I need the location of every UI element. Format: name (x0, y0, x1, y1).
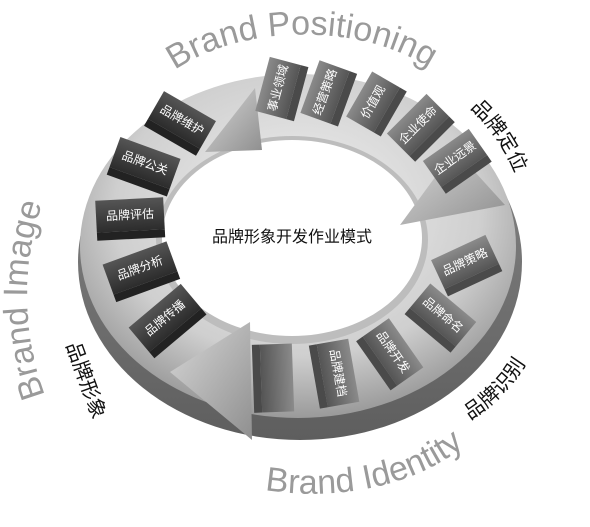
image-title: Brand Image (0, 195, 52, 405)
block-shiming: 企业使命 (386, 93, 455, 162)
block-zhizuo (251, 343, 295, 413)
image-title-zh: 品牌形象 (61, 339, 111, 422)
block-shiye: 事业领域 (255, 56, 309, 122)
block-pinggu: 品牌评估 (95, 197, 166, 241)
arrow-head-top (205, 88, 262, 152)
block-gongguan: 品牌公关 (106, 137, 181, 197)
center-title: 品牌形象开发作业模式 (212, 227, 372, 246)
block-kaifa: 品牌开发 (356, 318, 424, 391)
block-jingying: 经营策略 (300, 60, 358, 127)
block-weihu: 品牌维护 (144, 91, 216, 156)
center-area (162, 140, 422, 336)
block-jiandang: 品牌建档 (308, 338, 360, 409)
arrow-head-bottom (170, 322, 252, 440)
block-fenxi: 品牌分析 (102, 241, 181, 303)
block-jiazhi: 价值观 (346, 71, 407, 137)
block-label: 品牌评估 (106, 207, 155, 223)
